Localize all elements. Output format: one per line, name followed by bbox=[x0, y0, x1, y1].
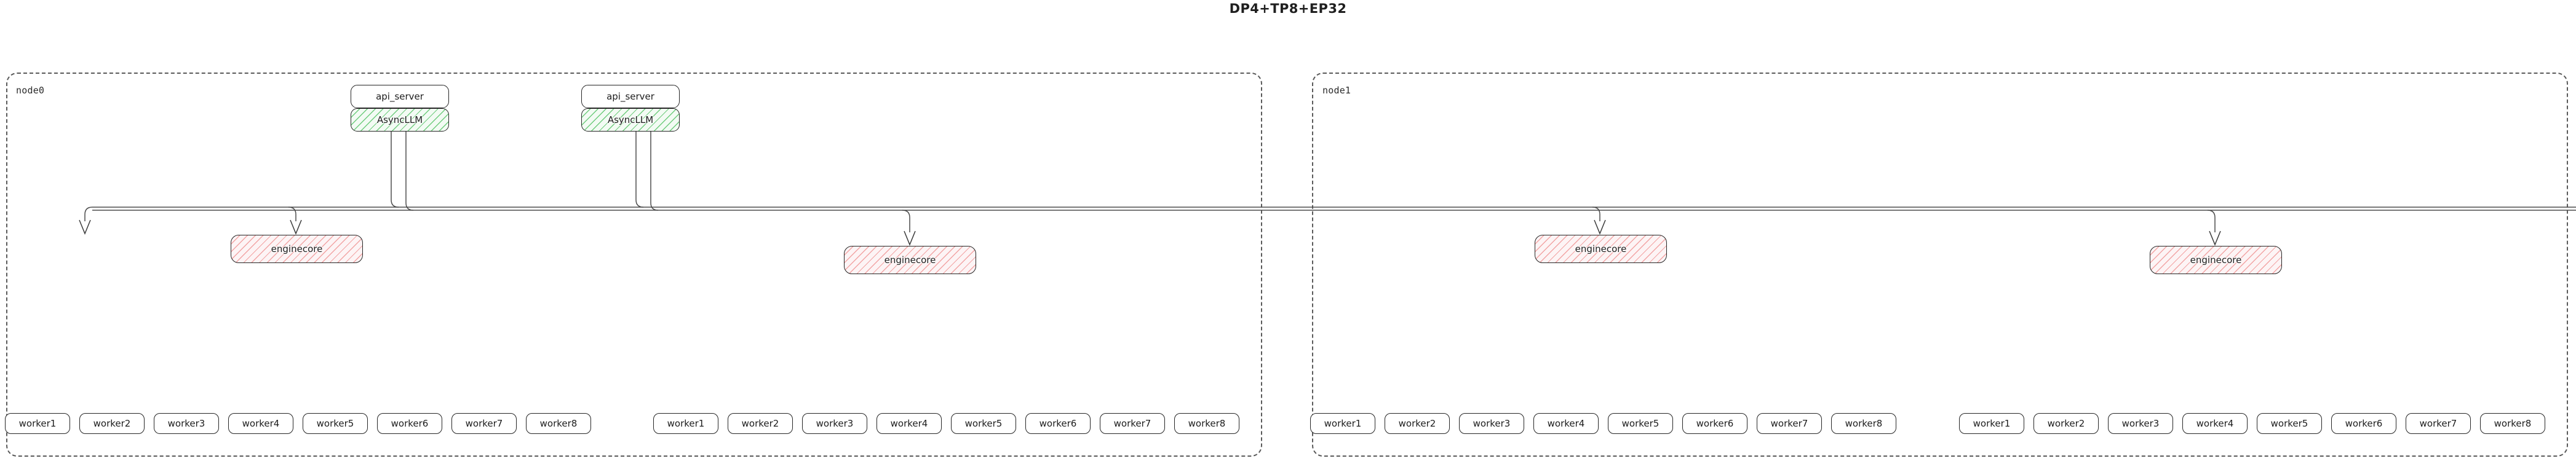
enginecore-box[interactable]: enginecore bbox=[231, 235, 363, 263]
worker-box[interactable]: worker6 bbox=[1025, 413, 1091, 434]
worker-label: worker6 bbox=[391, 418, 429, 429]
node-label-node0: node0 bbox=[16, 85, 45, 96]
worker-label: worker1 bbox=[667, 418, 705, 429]
worker-box[interactable]: worker7 bbox=[2406, 413, 2471, 434]
worker-box[interactable]: worker8 bbox=[1174, 413, 1239, 434]
worker-box[interactable]: worker8 bbox=[2480, 413, 2545, 434]
worker-box[interactable]: worker3 bbox=[154, 413, 219, 434]
api-server-box[interactable]: api_server bbox=[351, 85, 449, 108]
worker-box[interactable]: worker4 bbox=[1533, 413, 1599, 434]
worker-label: worker8 bbox=[2494, 418, 2532, 429]
worker-box[interactable]: worker6 bbox=[2331, 413, 2396, 434]
worker-box[interactable]: worker2 bbox=[2033, 413, 2099, 434]
worker-label: worker7 bbox=[1113, 418, 1151, 429]
asyncllm-box[interactable]: AsyncLLM bbox=[351, 108, 449, 132]
enginecore-label: enginecore bbox=[884, 254, 936, 266]
worker-box[interactable]: worker5 bbox=[303, 413, 368, 434]
worker-box[interactable]: worker1 bbox=[1310, 413, 1375, 434]
worker-label: worker4 bbox=[2196, 418, 2234, 429]
worker-label: worker5 bbox=[1621, 418, 1660, 429]
worker-box[interactable]: worker6 bbox=[377, 413, 442, 434]
api-server-box[interactable]: api_server bbox=[581, 85, 680, 108]
worker-box[interactable]: worker3 bbox=[1459, 413, 1524, 434]
enginecore-box[interactable]: enginecore bbox=[2150, 246, 2282, 274]
worker-box[interactable]: worker8 bbox=[1831, 413, 1896, 434]
worker-box[interactable]: worker7 bbox=[451, 413, 517, 434]
worker-box[interactable]: worker2 bbox=[728, 413, 793, 434]
worker-box[interactable]: worker8 bbox=[526, 413, 591, 434]
worker-label: worker5 bbox=[316, 418, 354, 429]
worker-label: worker2 bbox=[1398, 418, 1436, 429]
worker-box[interactable]: worker1 bbox=[5, 413, 70, 434]
worker-box[interactable]: worker3 bbox=[2108, 413, 2173, 434]
asyncllm-label: AsyncLLM bbox=[607, 114, 654, 125]
worker-label: worker3 bbox=[2121, 418, 2160, 429]
worker-label: worker7 bbox=[465, 418, 503, 429]
worker-label: worker6 bbox=[2345, 418, 2383, 429]
worker-box[interactable]: worker7 bbox=[1100, 413, 1165, 434]
worker-label: worker5 bbox=[2270, 418, 2308, 429]
worker-label: worker6 bbox=[1696, 418, 1734, 429]
api-server-label: api_server bbox=[606, 91, 654, 102]
worker-label: worker2 bbox=[93, 418, 131, 429]
worker-label: worker3 bbox=[816, 418, 854, 429]
worker-label: worker4 bbox=[242, 418, 280, 429]
worker-box[interactable]: worker7 bbox=[1757, 413, 1822, 434]
worker-label: worker3 bbox=[1473, 418, 1511, 429]
enginecore-label: enginecore bbox=[271, 243, 323, 254]
worker-box[interactable]: worker5 bbox=[1608, 413, 1673, 434]
asyncllm-label: AsyncLLM bbox=[376, 114, 423, 125]
page-title: DP4+TP8+EP32 bbox=[1229, 1, 1347, 16]
worker-label: worker8 bbox=[1188, 418, 1226, 429]
worker-label: worker5 bbox=[964, 418, 1003, 429]
worker-label: worker4 bbox=[890, 418, 928, 429]
api-server-label: api_server bbox=[376, 91, 424, 102]
worker-box[interactable]: worker3 bbox=[802, 413, 867, 434]
worker-box[interactable]: worker4 bbox=[877, 413, 942, 434]
worker-label: worker1 bbox=[1973, 418, 2011, 429]
worker-label: worker1 bbox=[18, 418, 57, 429]
worker-label: worker7 bbox=[2419, 418, 2457, 429]
worker-label: worker2 bbox=[741, 418, 779, 429]
worker-box[interactable]: worker5 bbox=[2257, 413, 2322, 434]
enginecore-label: enginecore bbox=[2190, 254, 2242, 266]
worker-label: worker7 bbox=[1770, 418, 1808, 429]
worker-label: worker2 bbox=[2047, 418, 2085, 429]
worker-box[interactable]: worker2 bbox=[79, 413, 145, 434]
worker-label: worker1 bbox=[1324, 418, 1362, 429]
node-panel-node0 bbox=[6, 73, 1262, 457]
worker-label: worker4 bbox=[1547, 418, 1585, 429]
node-panel-node1 bbox=[1312, 73, 2568, 457]
worker-label: worker6 bbox=[1039, 418, 1077, 429]
worker-box[interactable]: worker5 bbox=[951, 413, 1016, 434]
worker-box[interactable]: worker4 bbox=[228, 413, 293, 434]
worker-box[interactable]: worker1 bbox=[1959, 413, 2024, 434]
enginecore-label: enginecore bbox=[1575, 243, 1627, 254]
asyncllm-box[interactable]: AsyncLLM bbox=[581, 108, 680, 132]
worker-box[interactable]: worker6 bbox=[1682, 413, 1747, 434]
enginecore-box[interactable]: enginecore bbox=[844, 246, 976, 274]
worker-label: worker8 bbox=[539, 418, 578, 429]
worker-box[interactable]: worker1 bbox=[653, 413, 718, 434]
worker-box[interactable]: worker2 bbox=[1385, 413, 1450, 434]
node-label-node1: node1 bbox=[1322, 85, 1351, 96]
enginecore-box[interactable]: enginecore bbox=[1535, 235, 1667, 263]
worker-box[interactable]: worker4 bbox=[2182, 413, 2248, 434]
worker-label: worker8 bbox=[1845, 418, 1883, 429]
worker-label: worker3 bbox=[167, 418, 205, 429]
